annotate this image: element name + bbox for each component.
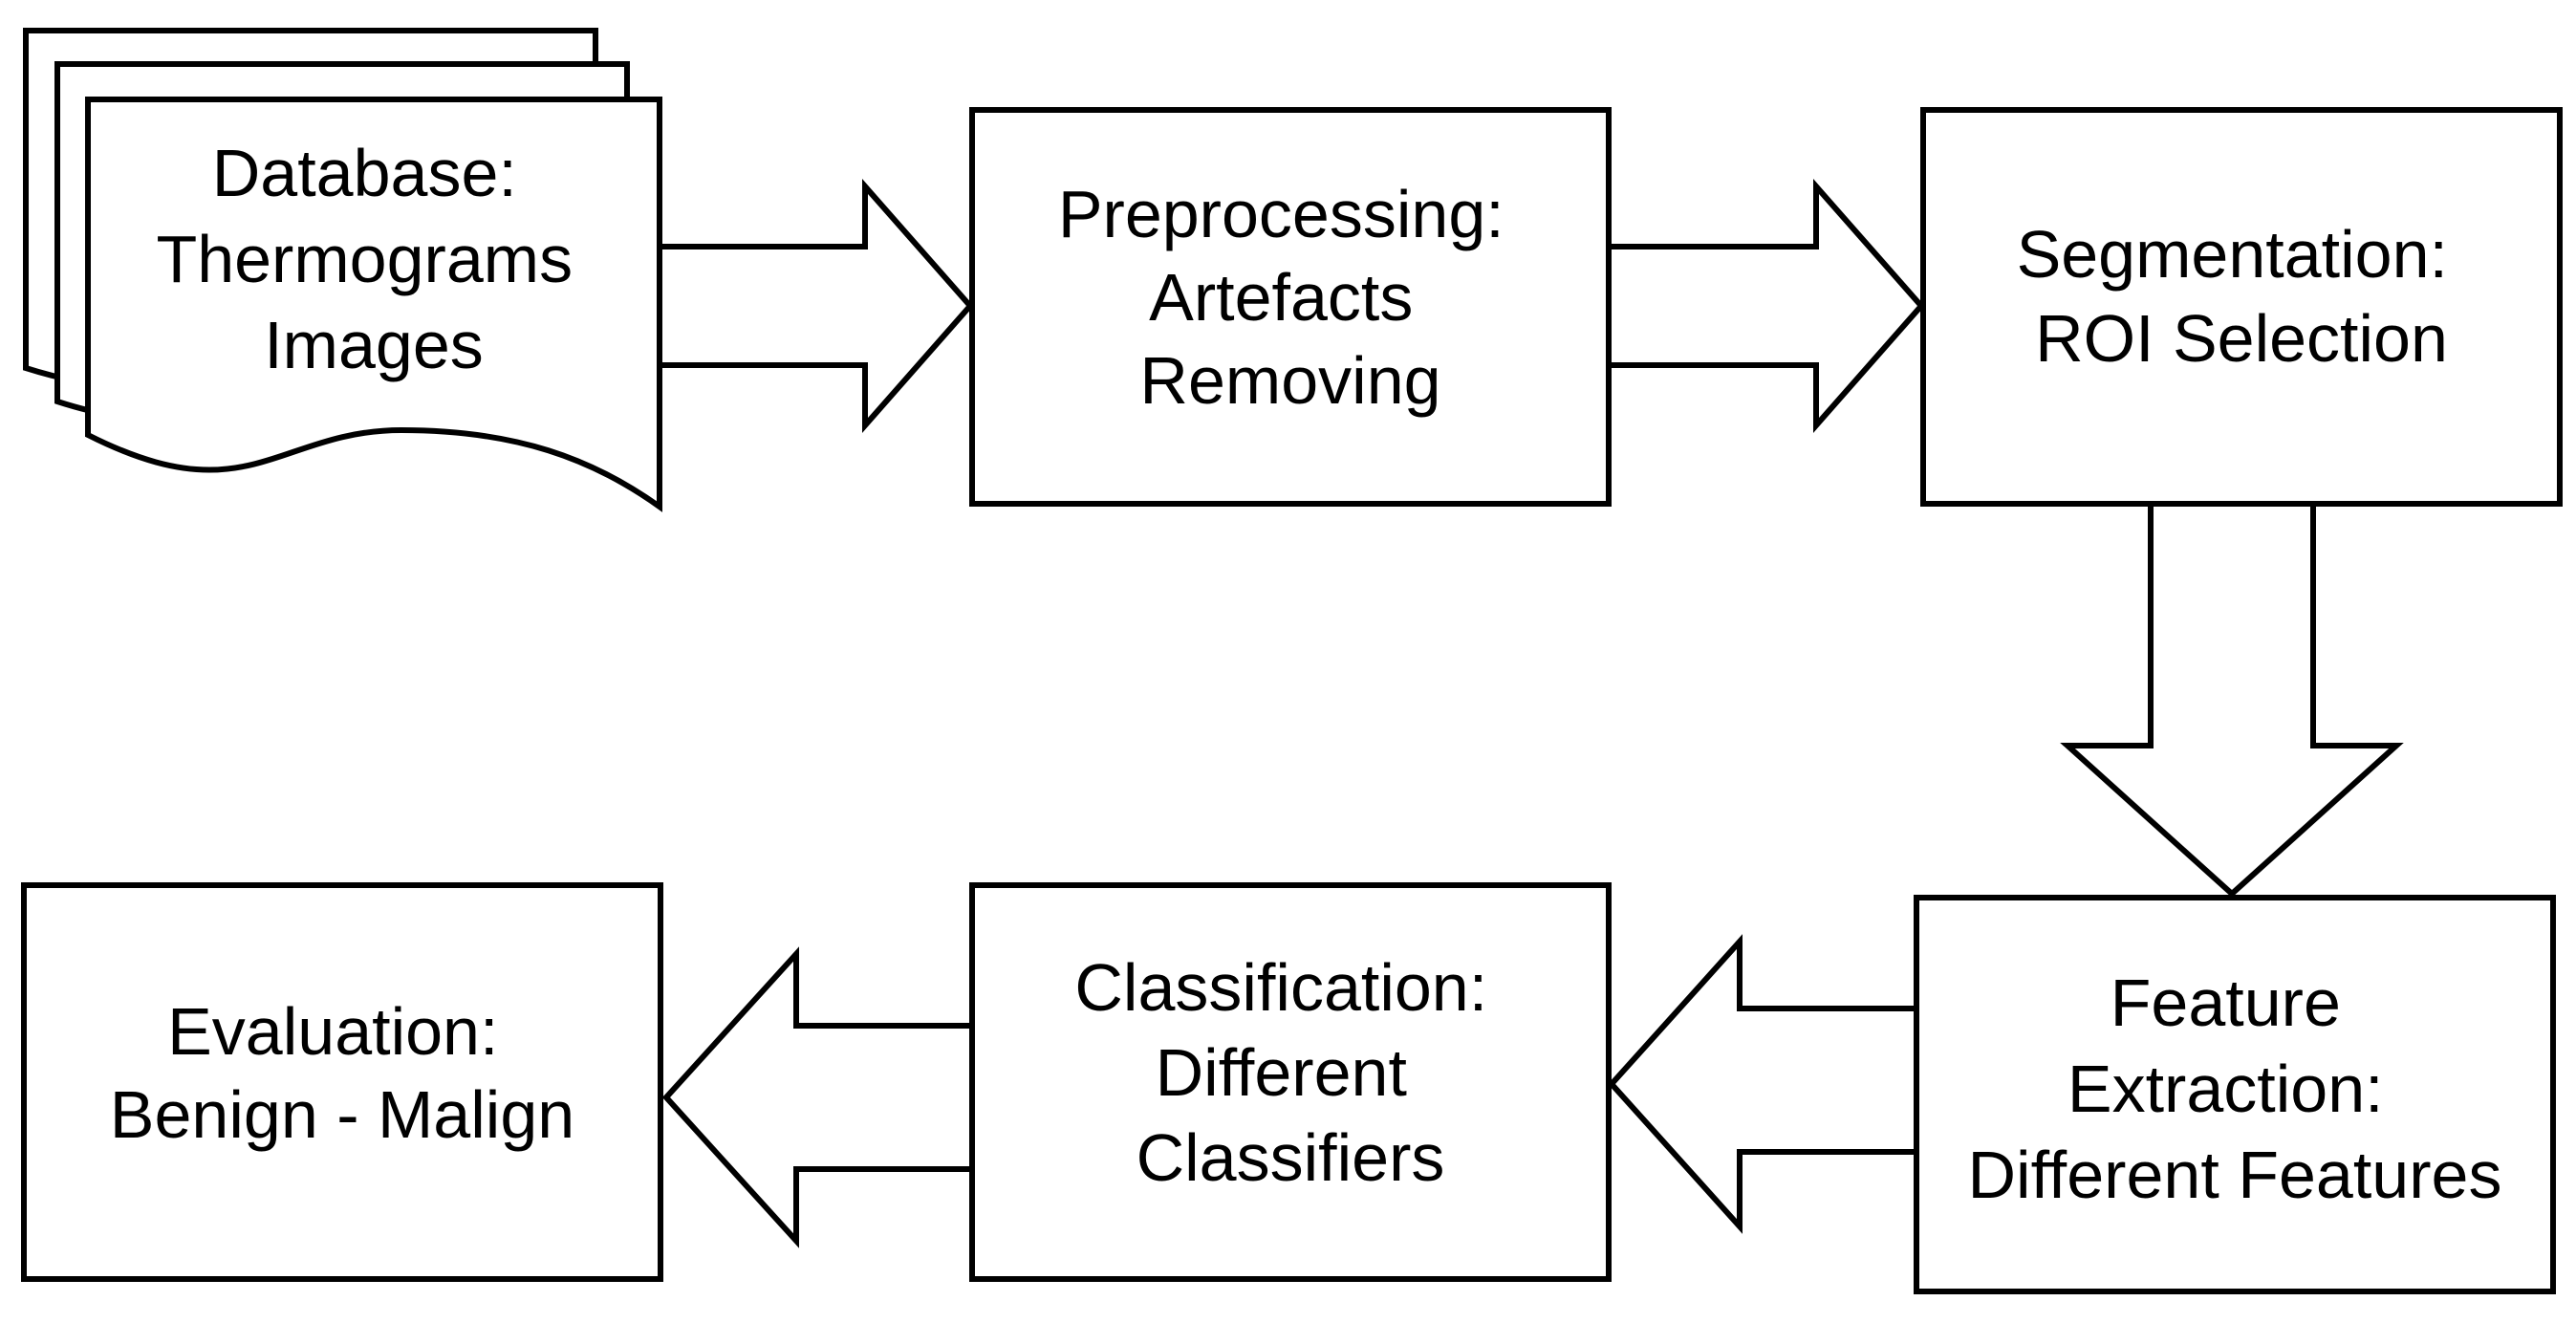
preprocessing-label: Preprocessing: Artefacts Removing	[1058, 177, 1523, 418]
evaluation-label-line: Evaluation:	[167, 994, 498, 1069]
database-label-line: Database:	[212, 136, 517, 210]
classification-label: Classification: Different Classifiers	[1074, 950, 1505, 1195]
segmentation-label-line: Segmentation:	[2017, 217, 2448, 292]
arrow-classification-to-evaluation	[661, 946, 975, 1248]
segmentation-label: Segmentation: ROI Selection	[2017, 217, 2467, 376]
arrow-database-to-preprocessing	[657, 179, 974, 433]
preprocessing-label-line: Preprocessing:	[1058, 177, 1504, 251]
segmentation-label-line: ROI Selection	[2035, 301, 2448, 376]
database-label-line: Thermograms	[156, 222, 573, 296]
segmentation-box	[1920, 107, 2563, 507]
database-page-front	[85, 97, 662, 512]
node-classification: Classification: Different Classifiers	[969, 882, 1612, 1282]
preprocessing-label-line: Removing	[1139, 343, 1440, 418]
evaluation-box	[21, 882, 663, 1282]
classification-label-line: Different	[1156, 1035, 1407, 1110]
node-evaluation: Evaluation: Benign - Malign	[21, 882, 663, 1282]
arrow-preprocessing-to-segmentation	[1606, 179, 1925, 433]
node-feature-extraction: Feature Extraction: Different Features	[1914, 895, 2556, 1294]
node-database: Database: Thermograms Images	[23, 28, 662, 512]
classification-label-line: Classifiers	[1136, 1120, 1445, 1195]
database-label-line: Images	[264, 308, 484, 382]
node-segmentation: Segmentation: ROI Selection	[1920, 107, 2563, 507]
evaluation-label-line: Benign - Malign	[110, 1077, 574, 1152]
database-label: Database: Thermograms Images	[156, 136, 591, 382]
evaluation-label: Evaluation: Benign - Malign	[110, 994, 574, 1152]
feature-extraction-label-line: Extraction:	[2067, 1052, 2384, 1126]
arrow-segmentation-to-feature-extraction	[2060, 501, 2404, 899]
node-preprocessing: Preprocessing: Artefacts Removing	[969, 107, 1612, 507]
preprocessing-box	[969, 107, 1612, 507]
classification-label-line: Classification:	[1074, 950, 1487, 1025]
feature-extraction-label-line: Different Features	[1968, 1138, 2502, 1212]
preprocessing-label-line: Artefacts	[1149, 260, 1413, 335]
feature-extraction-label-line: Feature	[2111, 965, 2341, 1040]
classification-box	[969, 882, 1612, 1282]
arrow-feature-extraction-to-classification	[1607, 934, 1919, 1234]
feature-extraction-label: Feature Extraction: Different Features	[1968, 965, 2502, 1212]
feature-extraction-box	[1914, 895, 2556, 1294]
